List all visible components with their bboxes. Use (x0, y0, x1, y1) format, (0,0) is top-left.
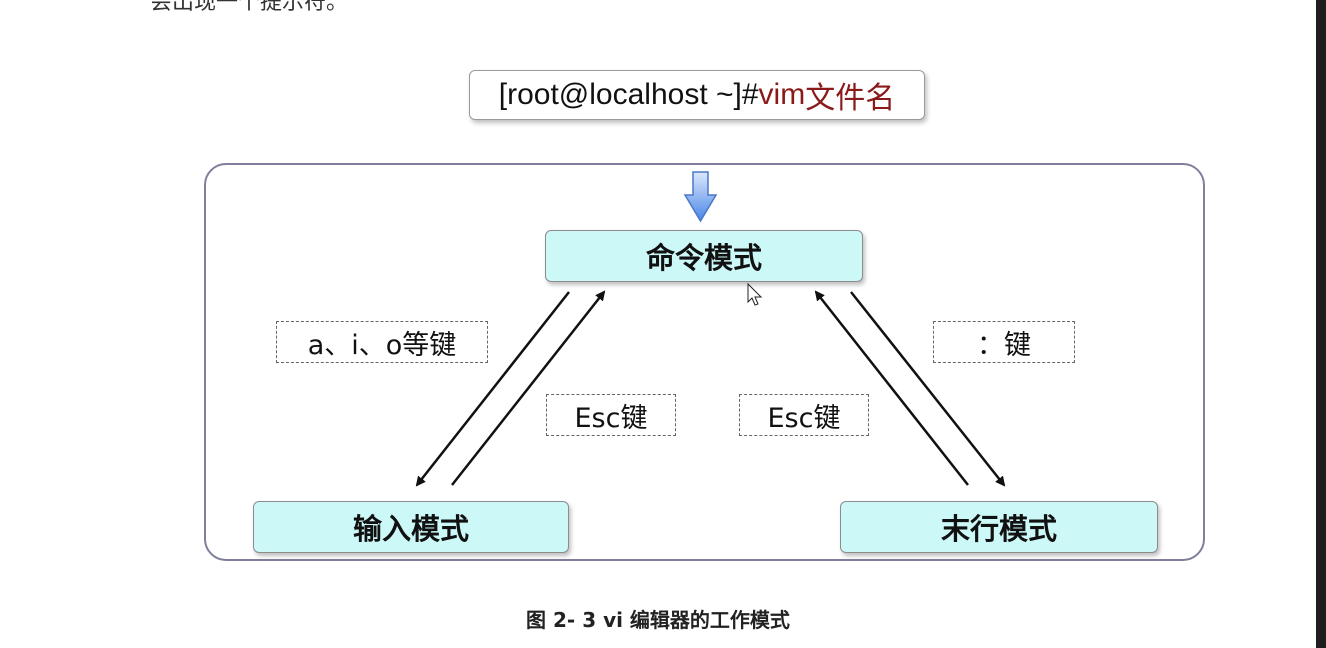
aio-keys-label: a、i、o等键 (276, 321, 488, 363)
arrow-input-to-command (451, 290, 606, 486)
shell-prompt: [root@localhost ~]# (498, 78, 759, 111)
arrow-command-to-last-line (850, 291, 1006, 487)
arrow-command-to-input (415, 291, 570, 487)
command-mode-box: 命令模式 (545, 230, 863, 282)
window-edge-bar (1316, 0, 1326, 648)
filename-argument: 文件名 (805, 82, 896, 115)
input-mode-box: 输入模式 (253, 501, 569, 553)
last-line-mode-box: 末行模式 (840, 501, 1158, 553)
esc-key-label-right: Esc键 (739, 394, 869, 436)
arrow-last-line-to-command (814, 290, 969, 486)
esc-key-label-left: Esc键 (546, 394, 676, 436)
command-line-box: [root@localhost ~]# vim 文件名 (469, 70, 925, 120)
colon-key-label: ：键 (933, 321, 1075, 363)
vim-command: vim (758, 78, 806, 111)
entry-down-arrow-icon (683, 171, 718, 223)
figure-caption: 图 2- 3 vi 编辑器的工作模式 (526, 608, 790, 632)
preceding-paragraph-text: 会出现一个提示符。 (150, 0, 349, 15)
mouse-cursor-icon (747, 282, 763, 306)
